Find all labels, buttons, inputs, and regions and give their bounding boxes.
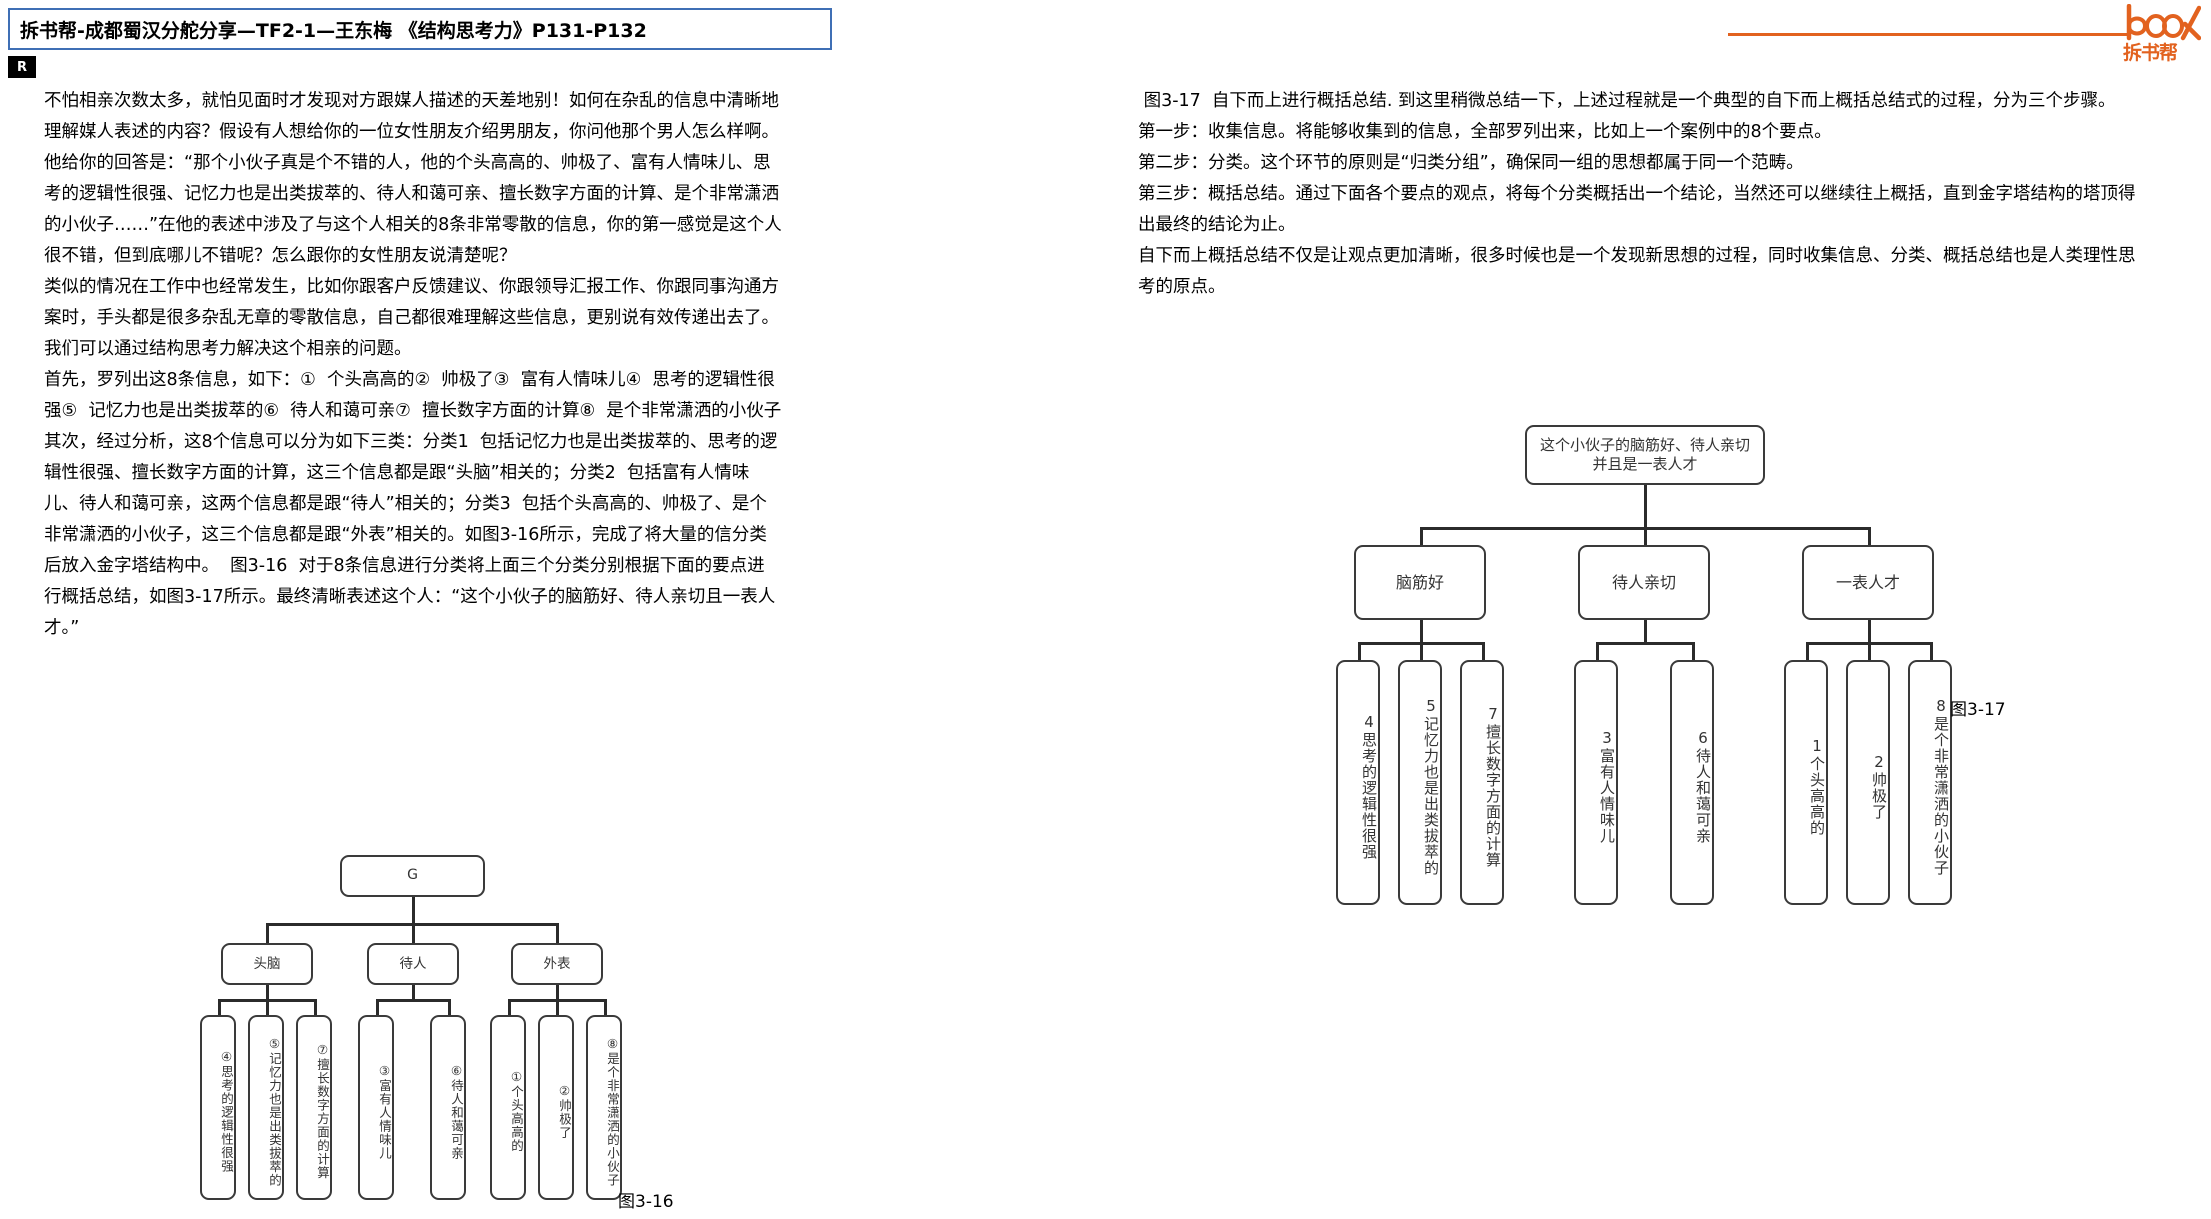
paragraph: 其次，经过分析，这8个信息可以分为如下三类：分类1 包括记忆力也是出类拔萃的、思… [44,432,778,638]
fig316-leaf-node: ⑤记忆力也是出类拔萃的 [248,1015,284,1200]
brand-name: 拆书帮 [2123,42,2178,64]
right-text-column: 图3-17 自下而上进行概括总结. 到这里稍微总结一下，上述过程就是一个典型的自… [1138,86,2138,303]
fig316-leaf-node: ⑥待人和蔼可亲 [430,1015,466,1200]
fig317-edge [1930,642,1933,660]
fig317-edge [1420,527,1423,545]
page-title: 拆书帮-成都蜀汉分舵分享—TF2-1—王东梅 《结构思考力》P131-P132 [20,19,647,42]
fig316-edge [556,923,559,943]
fig317-group-node: 待人亲切 [1578,545,1710,620]
fig317-leaf-node: 8是个非常潇洒的小伙子 [1908,660,1952,905]
fig316-edge [412,923,415,943]
fig317-leaf-node: 6待人和蔼可亲 [1670,660,1714,905]
fig317-edge [1868,620,1871,642]
fig317-leaf-node: 1个头高高的 [1784,660,1828,905]
fig317-edge [1806,642,1809,660]
fig317-edge [1596,642,1599,660]
book-wordmark-icon [2126,4,2201,41]
fig317-group-node: 脑筋好 [1354,545,1486,620]
fig317-edge [1482,642,1485,660]
fig316-edge [218,999,221,1015]
fig316-edge [412,897,415,923]
r-badge: R [8,56,36,78]
paragraph: 第三步：概括总结。通过下面各个要点的观点，将每个分类概括出一个结论，当然还可以继… [1138,184,2136,235]
fig316-edge [266,923,269,943]
fig316-leaf-node: ④思考的逻辑性很强 [200,1015,236,1200]
paragraph: 类似的情况在工作中也经常发生，比如你跟客户反馈建议、你跟领导汇报工作、你跟同事沟… [44,277,779,359]
paragraph: 首先，罗列出这8条信息，如下：① 个头高高的② 帅极了③ 富有人情味儿④ 思考的… [44,370,782,421]
fig317-edge [1692,642,1695,660]
fig317-root-node: 这个小伙子的脑筋好、待人亲切并且是一表人才 [1525,425,1765,485]
fig316-edge [448,999,451,1015]
paragraph: 他给你的回答是：“那个小伙子真是个不错的人，他的个头高高的、帅极了、富有人情味儿… [44,153,782,266]
fig316-leaf-node: ①个头高高的 [490,1015,526,1200]
fig317-leaf-node: 2帅极了 [1846,660,1890,905]
fig317-edge [1358,642,1361,660]
fig316-edge [508,999,511,1015]
fig316-group-node: 待人 [367,943,459,985]
fig316-edge [556,999,559,1015]
paragraph: 不怕相亲次数太多，就怕见面时才发现对方跟媒人描述的天差地别！如何在杂乱的信息中清… [44,91,779,142]
fig317-edge [1868,527,1871,545]
fig316-edge [314,999,317,1015]
fig317-leaf-node: 3富有人情味儿 [1574,660,1618,905]
fig317-edge [1644,620,1647,642]
presentation-title-bar: 拆书帮-成都蜀汉分舵分享—TF2-1—王东梅 《结构思考力》P131-P132 [8,8,832,50]
fig316-edge [412,985,415,999]
fig316-leaf-node: ⑦擅长数字方面的计算 [296,1015,332,1200]
fig317-leaf-node: 7擅长数字方面的计算 [1460,660,1504,905]
figure-3-16-caption: 图3-16 [618,1192,674,1212]
fig317-edge [1420,620,1423,642]
figure-3-17-caption: 图3-17 [1950,700,2006,720]
paragraph: 自下而上概括总结不仅是让观点更加清晰，很多时候也是一个发现新思想的过程，同时收集… [1138,246,2136,297]
header-rule [1728,33,2129,36]
fig317-edge [1596,642,1692,645]
fig317-leaf-node: 5记忆力也是出类拔萃的 [1398,660,1442,905]
brand-logo: 拆书帮 [2123,4,2203,74]
fig317-edge [1644,485,1647,527]
fig317-group-node: 一表人才 [1802,545,1934,620]
fig317-edge [1420,642,1423,660]
figure-3-17-pyramid-diagram: 这个小伙子的脑筋好、待人亲切并且是一表人才 脑筋好 待人亲切 一表人才 4思考的… [1320,425,2020,905]
fig316-group-node: 头脑 [221,943,313,985]
fig316-leaf-node: ⑧是个非常潇洒的小伙子 [586,1015,622,1200]
fig317-leaf-node: 4思考的逻辑性很强 [1336,660,1380,905]
fig316-edge [266,985,269,999]
fig316-edge [376,999,448,1002]
paragraph: 图3-17 自下而上进行概括总结. 到这里稍微总结一下，上述过程就是一个典型的自… [1138,91,2116,111]
paragraph: 第一步：收集信息。将能够收集到的信息，全部罗列出来，比如上一个案例中的8个要点。 [1138,122,1832,142]
fig316-group-node: 外表 [511,943,603,985]
fig316-edge [604,999,607,1015]
fig316-root-node: G [340,855,485,897]
fig316-edge [376,999,379,1015]
fig317-edge [1644,527,1647,545]
fig316-edge [556,985,559,999]
paragraph: 第二步：分类。这个环节的原则是“归类分组”，确保同一组的思想都属于同一个范畴。 [1138,153,1804,173]
fig316-leaf-node: ②帅极了 [538,1015,574,1200]
fig316-edge [266,999,269,1015]
fig316-leaf-node: ③富有人情味儿 [358,1015,394,1200]
left-text-column: 不怕相亲次数太多，就怕见面时才发现对方跟媒人描述的天差地别！如何在杂乱的信息中清… [44,86,782,644]
fig317-edge [1868,642,1871,660]
figure-3-16-pyramid-diagram: G 头脑 待人 外表 ④思考的逻辑性很强 ⑤记忆力也是出类拔萃的 ⑦擅长数字方面… [200,855,700,1215]
